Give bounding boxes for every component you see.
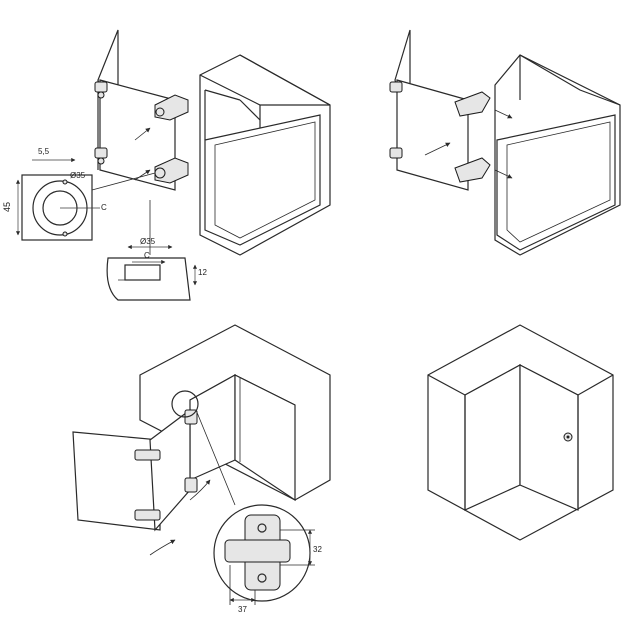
dim-cup-diameter-label: Ø35 — [70, 171, 86, 180]
corner-cabinet-open — [199, 54, 331, 256]
door-open — [72, 408, 191, 532]
dim-width-label: 45 — [2, 202, 12, 212]
knob-icon — [563, 432, 573, 442]
dim-section-diameter-label: Ø35 — [140, 237, 156, 246]
insert-arrow — [134, 127, 151, 141]
dim-offset-label: 5,5 — [38, 147, 50, 156]
corner-cabinet-open-3 — [139, 324, 331, 502]
dim-depth-label: 12 — [198, 268, 207, 277]
attach-arrow — [494, 109, 513, 119]
mounting-plate-detail: 32 37 — [213, 504, 322, 614]
dim-distance-label: C — [101, 203, 107, 212]
corner-cabinet-closed — [427, 324, 614, 541]
dim-plate-height-label: 32 — [313, 545, 322, 554]
step-1-panel: 45 5,5 Ø35 C Ø35 C 12 — [2, 29, 331, 301]
corner-cabinet-open-2 — [494, 54, 621, 256]
door-panel-2 — [394, 29, 469, 191]
step-2-panel — [389, 29, 621, 256]
hinge-lower-left — [94, 147, 108, 165]
hinge-upper-left — [94, 81, 108, 99]
cup-section-detail: Ø35 C 12 — [106, 200, 207, 301]
dim-plate-width-label: 37 — [238, 605, 247, 614]
attach-arrow — [494, 169, 513, 179]
dim-section-distance-label: C — [144, 251, 150, 260]
step-3-panel: 32 37 — [72, 324, 331, 614]
step-4-panel — [427, 324, 614, 541]
hinge-upper-right — [154, 94, 189, 121]
attach-arrow — [424, 142, 451, 156]
cup-top-view-detail: 45 5,5 Ø35 C — [2, 147, 156, 241]
detail-callout-circle — [171, 390, 199, 418]
swing-arrow — [149, 539, 176, 556]
hinge-lower-right — [154, 157, 189, 184]
hinge-mounted — [389, 81, 491, 183]
swing-arrow — [189, 479, 211, 501]
insert-arrow — [134, 169, 151, 181]
